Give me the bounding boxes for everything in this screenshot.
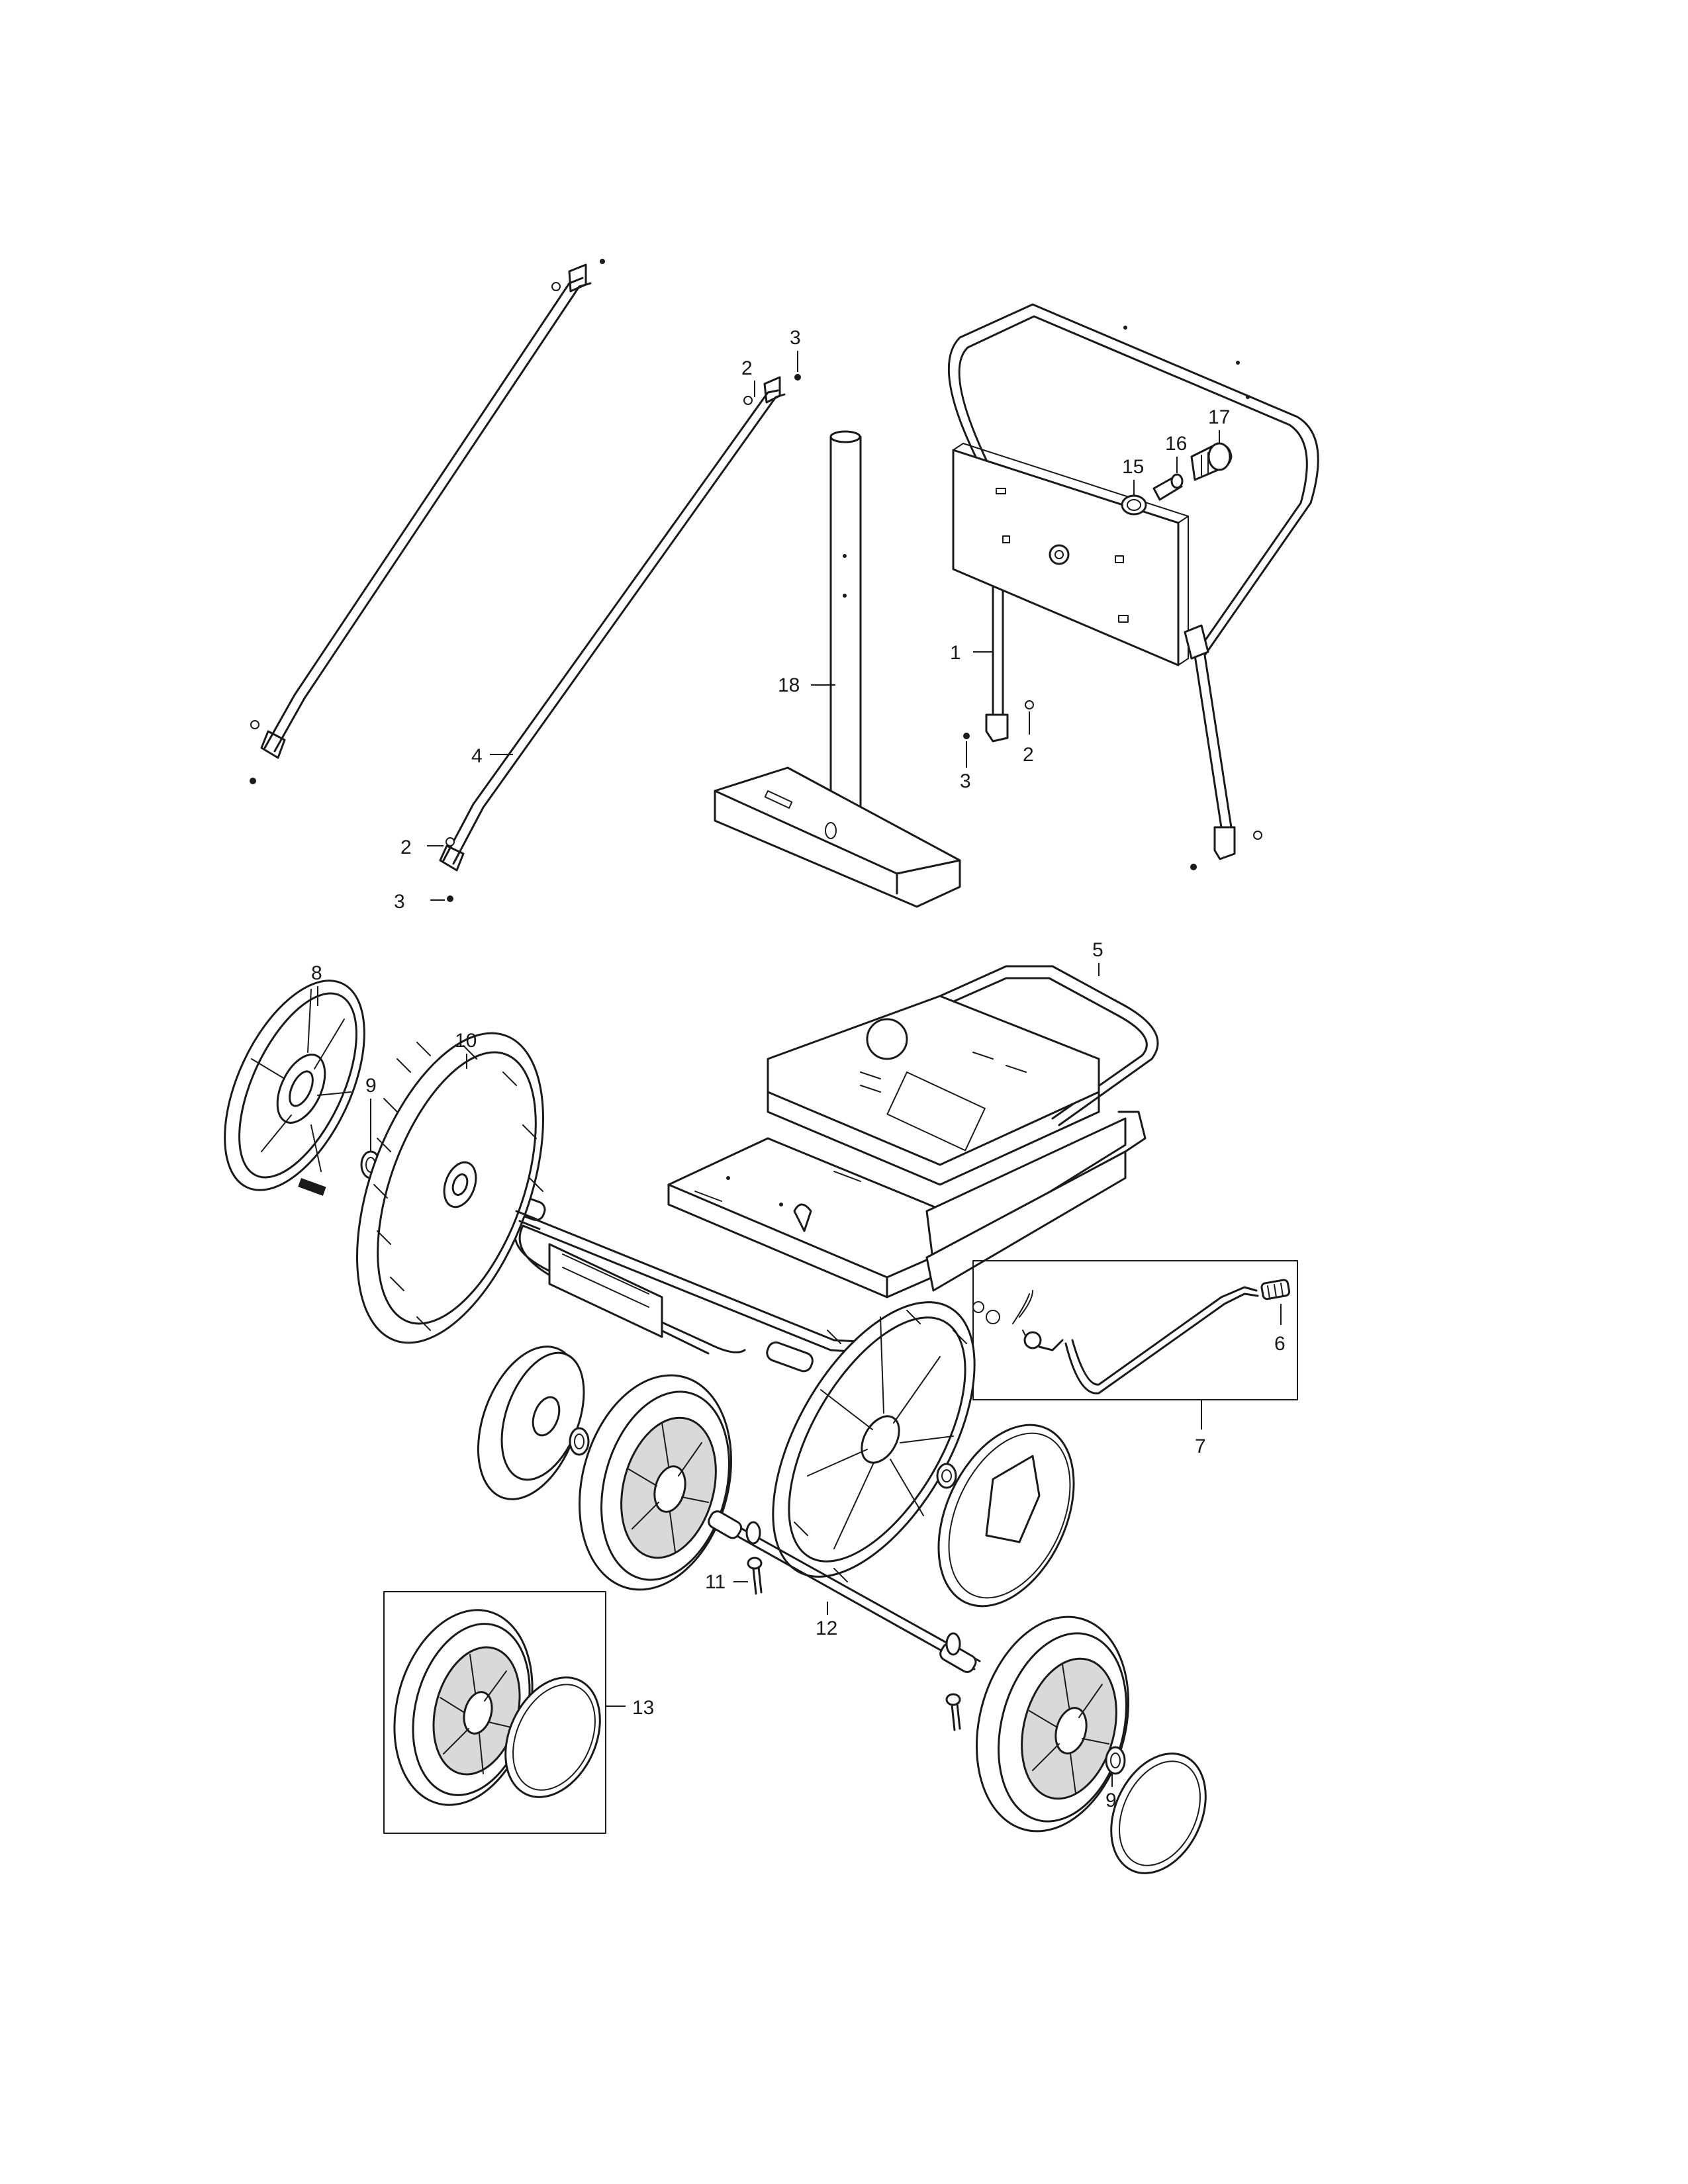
kit-7-box — [972, 1260, 1298, 1400]
chassis-5-icon — [504, 965, 1159, 1373]
callout-3: 3 — [790, 327, 801, 349]
callout-5: 5 — [1092, 939, 1103, 961]
callout-3: 3 — [960, 770, 971, 792]
pin-11-icon — [747, 1557, 961, 1731]
callout-2: 2 — [741, 357, 753, 379]
callout-4: 4 — [471, 745, 483, 767]
callout-3: 3 — [394, 891, 405, 913]
callout-15: 15 — [1122, 456, 1144, 478]
callout-9: 9 — [365, 1075, 377, 1097]
leader-lines — [317, 351, 1282, 1787]
rear-wheel-right-icon — [975, 1615, 1207, 1874]
callout-7: 7 — [1195, 1435, 1206, 1457]
callout-8: 8 — [311, 962, 322, 984]
callout-numbers: 1 2 3 2 3 4 2 3 5 6 7 8 9 10 11 12 13 9 … — [311, 327, 1286, 1811]
callout-16: 16 — [1165, 433, 1187, 455]
kit-13-box — [383, 1591, 606, 1834]
axle-12-icon — [708, 1510, 981, 1673]
wheel-cover-icon — [936, 1424, 1075, 1608]
callout-2: 2 — [1023, 744, 1034, 766]
wheel-10-icon — [356, 1032, 544, 1344]
post-18-icon — [714, 430, 961, 908]
callout-9: 9 — [1105, 1790, 1117, 1811]
callout-6: 6 — [1274, 1333, 1286, 1355]
fitting-15-16-17-icon — [1121, 442, 1233, 516]
hub-disk-icon — [477, 1345, 590, 1500]
callout-11: 11 — [705, 1571, 726, 1593]
callout-1: 1 — [950, 642, 961, 664]
lever-6-icon — [972, 1279, 1291, 1394]
rear-wheel-center-icon — [772, 1301, 976, 1582]
callout-18: 18 — [778, 674, 800, 696]
brace-4-icon — [439, 374, 801, 902]
callout-13: 13 — [632, 1697, 654, 1719]
brace-left-icon — [250, 259, 605, 784]
callout-2: 2 — [400, 837, 412, 858]
callout-17: 17 — [1208, 406, 1230, 428]
hubcap-8-icon — [224, 979, 365, 1196]
callout-10: 10 — [455, 1030, 477, 1052]
callout-12: 12 — [816, 1617, 837, 1639]
rear-wheel-left-icon — [578, 1374, 733, 1591]
handle-1-icon — [947, 303, 1319, 870]
